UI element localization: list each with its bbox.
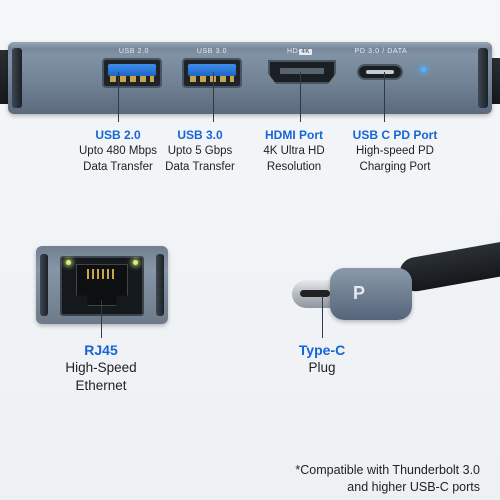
caption-usb3-line1: Upto 5 Gbps [167, 145, 233, 157]
leader-usb2 [118, 72, 119, 122]
caption-typec: Type-C Plug [299, 341, 345, 377]
caption-rj45-line1: High-Speed [65, 360, 137, 375]
caption-usb3-title: USB 3.0 [177, 128, 223, 142]
pd-engraving: PD 3.0 / DATA [354, 48, 408, 55]
caption-usbc-title: USB C PD Port [352, 128, 438, 142]
leader-hdmi [300, 72, 301, 122]
footnote-line2: and higher USB-C ports [347, 480, 480, 494]
leader-rj45 [101, 300, 102, 338]
caption-hdmi: HDMI Port 4K Ultra HD Resolution [263, 127, 324, 175]
caption-typec-line1: Plug [308, 360, 336, 375]
caption-rj45: RJ45 High-Speed Ethernet [65, 341, 136, 395]
usb3-pins [190, 76, 234, 82]
usb-hub [8, 42, 492, 114]
status-led [421, 67, 426, 72]
caption-usb2-line2: Data Transfer [83, 161, 153, 173]
hdmi-port [268, 60, 336, 84]
hdmi-engraving-prefix: HD [287, 48, 299, 55]
usb2-tongue [108, 64, 156, 76]
leader-usbc [384, 72, 385, 122]
rj45-module [36, 246, 168, 324]
rj45-rim-left [40, 254, 48, 316]
usbc-pd-port [357, 64, 403, 80]
usbc-tongue [366, 70, 394, 74]
hub-top-edge [8, 42, 492, 48]
hdmi-4k-badge: 4K [299, 48, 313, 55]
caption-usb2: USB 2.0 Upto 480 Mbps Data Transfer [79, 127, 157, 175]
hdmi-inner [280, 68, 324, 74]
hdmi-engraving: HD 4K [287, 48, 313, 55]
caption-usbc-line2: Charging Port [359, 161, 431, 173]
typec-cable [397, 241, 500, 294]
compatibility-footnote: *Compatible with Thunderbolt 3.0 and hig… [295, 462, 480, 496]
caption-usbc: USB C PD Port High-speed PD Charging Por… [353, 127, 438, 175]
caption-usb3: USB 3.0 Upto 5 Gbps Data Transfer [165, 127, 235, 175]
typec-slot [300, 290, 330, 297]
brand-logo-icon: P [352, 283, 365, 303]
usb3-port [182, 58, 242, 88]
caption-hdmi-line2: Resolution [266, 161, 322, 173]
typec-plug-housing: P [330, 268, 412, 320]
caption-usb2-line1: Upto 480 Mbps [79, 145, 157, 157]
usb3-tongue [188, 64, 236, 76]
rj45-led-right [133, 260, 138, 265]
hub-rim-left [12, 48, 22, 108]
usb2-engraving: USB 2.0 [118, 48, 150, 55]
rj45-contacts [87, 269, 117, 279]
typec-connector-tip [292, 280, 336, 308]
usb3-engraving: USB 3.0 [196, 48, 228, 55]
rj45-rim-right [156, 254, 164, 316]
caption-typec-title: Type-C [298, 342, 346, 358]
caption-rj45-title: RJ45 [84, 342, 118, 358]
usb2-pins [110, 76, 154, 82]
caption-usb2-title: USB 2.0 [95, 128, 141, 142]
leader-usb3 [213, 72, 214, 122]
rj45-socket [76, 264, 128, 306]
usb2-port [102, 58, 162, 88]
leader-typec [322, 296, 323, 338]
caption-hdmi-title: HDMI Port [264, 128, 323, 142]
footnote-line1: *Compatible with Thunderbolt 3.0 [295, 463, 480, 477]
hub-rim-right [478, 48, 488, 108]
caption-hdmi-line1: 4K Ultra HD [263, 145, 325, 157]
rj45-led-left [66, 260, 71, 265]
caption-usb3-line2: Data Transfer [165, 161, 235, 173]
caption-usbc-line1: High-speed PD [356, 145, 434, 157]
caption-rj45-line2: Ethernet [75, 378, 127, 393]
rj45-port [60, 256, 144, 316]
